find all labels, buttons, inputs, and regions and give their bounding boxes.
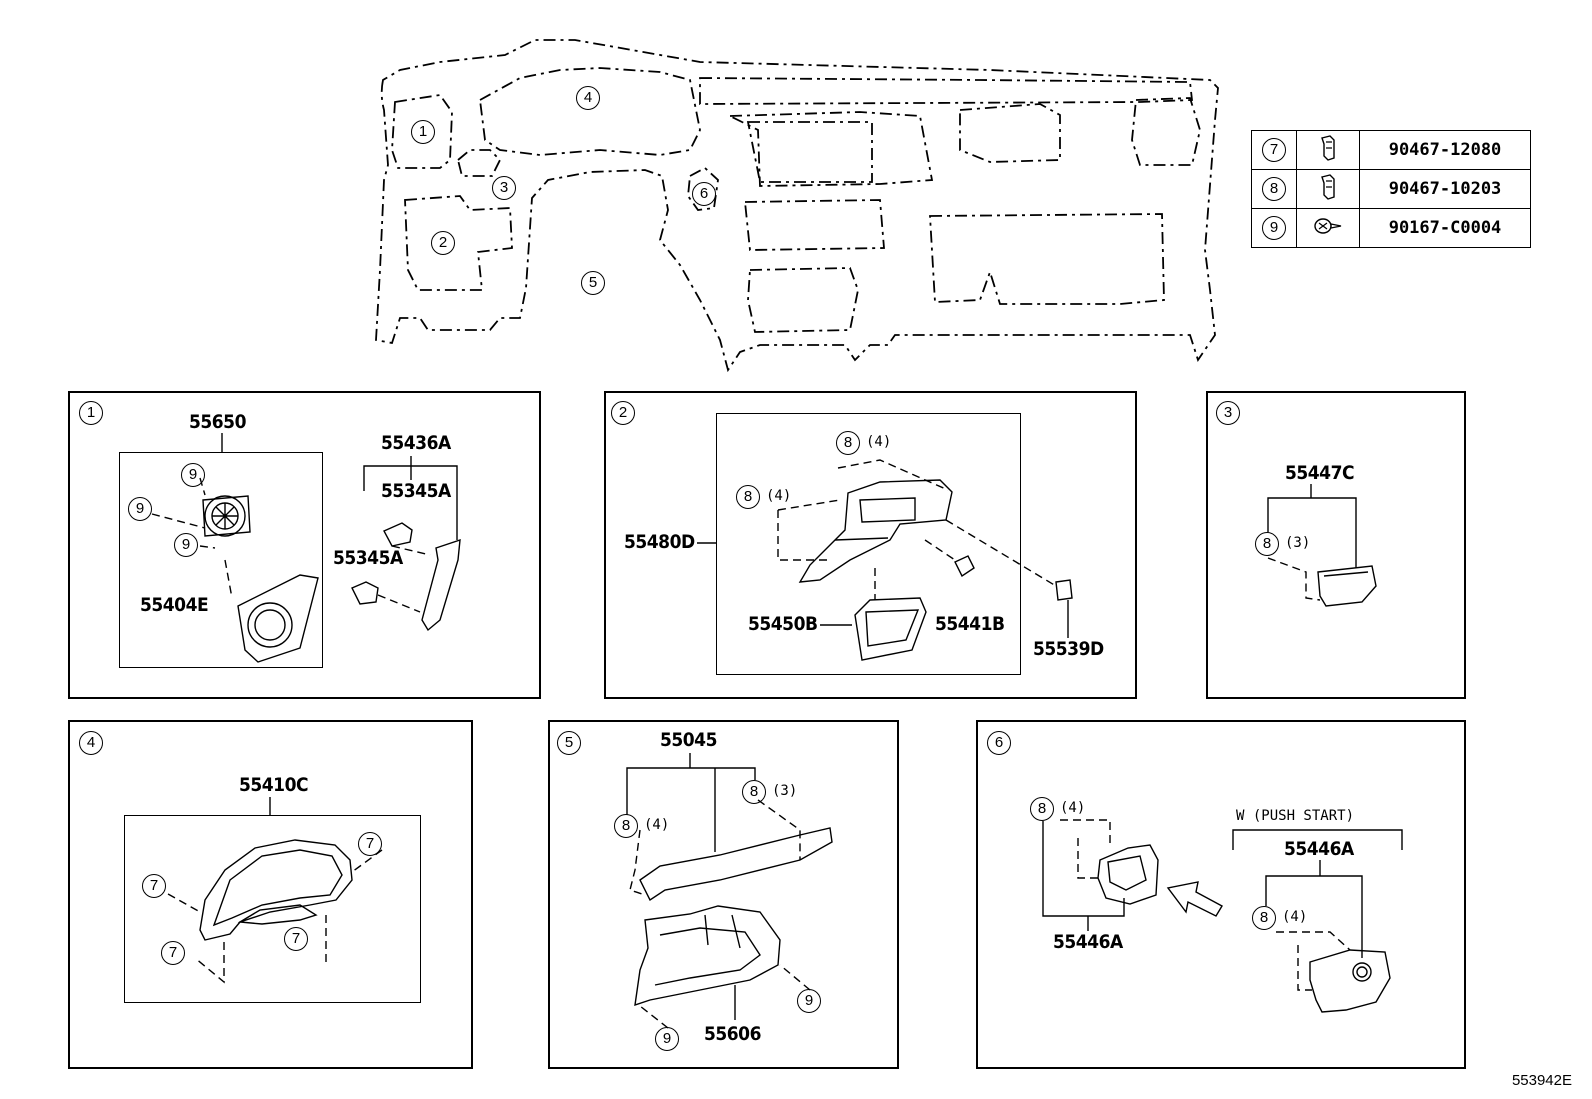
panel-4-assembly-box: [124, 815, 421, 1003]
fastener-ref-8[interactable]: 8: [1255, 532, 1279, 556]
fastener-ref-7[interactable]: 7: [358, 832, 382, 856]
fastener-ref-8[interactable]: 8: [614, 814, 638, 838]
panel-5-number: 5: [557, 731, 581, 755]
part-label[interactable]: 55606: [704, 1023, 761, 1045]
panel-1-number: 1: [79, 401, 103, 425]
overview-callout-3[interactable]: 3: [492, 176, 516, 200]
part-label[interactable]: 55441B: [935, 613, 1005, 635]
overview-callout-1[interactable]: 1: [411, 120, 435, 144]
part-label[interactable]: 55345A: [381, 480, 451, 502]
part-label[interactable]: 55345A: [333, 547, 403, 569]
part-label[interactable]: 55404E: [140, 594, 209, 616]
clip-icon: [1321, 173, 1335, 200]
panel-4-number: 4: [79, 731, 103, 755]
document-id: 553942E: [1511, 1072, 1572, 1089]
fastener-ref-7[interactable]: 7: [284, 927, 308, 951]
fastener-ref: 7: [1262, 138, 1286, 162]
panel-6-number: 6: [987, 731, 1011, 755]
part-label[interactable]: 55045: [660, 729, 717, 751]
overview-callout-2[interactable]: 2: [431, 231, 455, 255]
fastener-ref-8[interactable]: 8: [1252, 906, 1276, 930]
panel-2-assembly-box: [716, 413, 1021, 675]
screw-icon: [1314, 217, 1342, 234]
fastener-ref-9[interactable]: 9: [128, 497, 152, 521]
panel-2-number: 2: [611, 401, 635, 425]
fastener-ref-8[interactable]: 8: [736, 485, 760, 509]
fastener-ref-7[interactable]: 7: [161, 941, 185, 965]
part-label[interactable]: 55539D: [1033, 638, 1104, 660]
fastener-qty: (4): [644, 817, 670, 833]
panel-5: [548, 720, 899, 1069]
fastener-ref-7[interactable]: 7: [142, 874, 166, 898]
part-label[interactable]: 55410C: [239, 774, 309, 796]
fastener-ref-8[interactable]: 8: [1030, 797, 1054, 821]
panel-1-assembly-box: [119, 452, 323, 668]
variant-note: W (PUSH START): [1236, 808, 1355, 824]
part-label[interactable]: 55447C: [1285, 462, 1355, 484]
fastener-table: 7 90467-12080 8 90467-10203 9 90167-C000…: [1251, 130, 1531, 248]
fastener-ref-8[interactable]: 8: [742, 780, 766, 804]
part-label[interactable]: 55650: [189, 411, 246, 433]
overview-callout-5[interactable]: 5: [581, 271, 605, 295]
fastener-qty: (4): [766, 488, 792, 504]
fastener-ref-9[interactable]: 9: [655, 1027, 679, 1051]
fastener-ref-8[interactable]: 8: [836, 431, 860, 455]
fastener-qty: (4): [866, 434, 892, 450]
fastener-part-number: 90167-C0004: [1359, 208, 1531, 248]
part-label[interactable]: 55446A: [1053, 931, 1123, 953]
fastener-row[interactable]: 7 90467-12080: [1251, 130, 1531, 170]
fastener-ref: 8: [1262, 177, 1286, 201]
fastener-ref-9[interactable]: 9: [181, 463, 205, 487]
fastener-qty: (4): [1282, 909, 1308, 925]
fastener-qty: (4): [1060, 800, 1086, 816]
overview-callout-6[interactable]: 6: [692, 182, 716, 206]
panel-3: [1206, 391, 1466, 699]
part-label[interactable]: 55436A: [381, 432, 451, 454]
part-label[interactable]: 55480D: [624, 531, 695, 553]
fastener-ref-9[interactable]: 9: [174, 533, 198, 557]
part-label[interactable]: 55450B: [748, 613, 818, 635]
clip-icon: [1321, 134, 1335, 161]
fastener-qty: (3): [1285, 535, 1311, 551]
overview-callout-4[interactable]: 4: [576, 86, 600, 110]
part-label[interactable]: 55446A: [1284, 838, 1354, 860]
fastener-ref: 9: [1262, 216, 1286, 240]
panel-3-number: 3: [1216, 401, 1240, 425]
fastener-row[interactable]: 8 90467-10203: [1251, 169, 1531, 209]
fastener-part-number: 90467-10203: [1359, 169, 1531, 209]
panel-6: [976, 720, 1466, 1069]
fastener-part-number: 90467-12080: [1359, 130, 1531, 170]
fastener-ref-9[interactable]: 9: [797, 989, 821, 1013]
fastener-row[interactable]: 9 90167-C0004: [1251, 208, 1531, 248]
fastener-qty: (3): [772, 783, 798, 799]
